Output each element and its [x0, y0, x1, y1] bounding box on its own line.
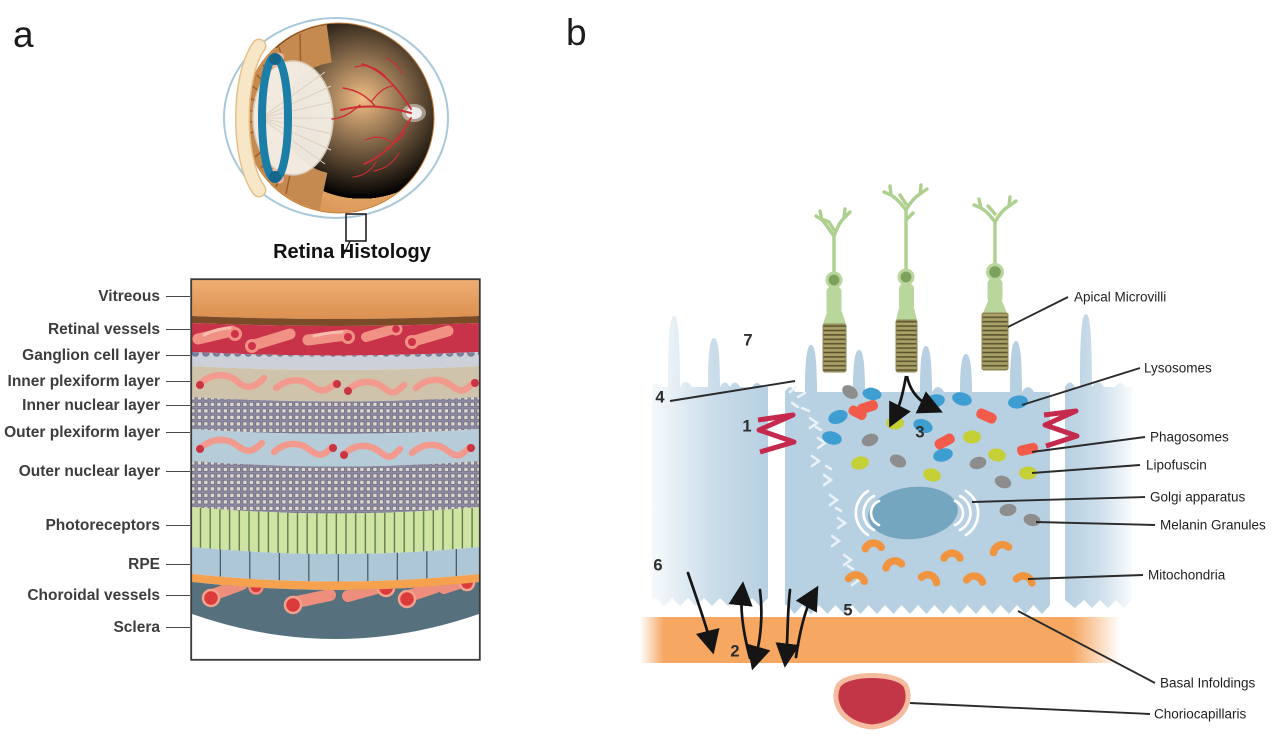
photoreceptor-cells [814, 183, 1018, 373]
layer-label-retinal-vessels: Retinal vessels [47, 321, 160, 338]
organelle-label-choriocapillaris: Choriocapillaris [1154, 706, 1247, 722]
number-label-4: 4 [655, 388, 665, 407]
rpe-cell-central [785, 341, 1050, 614]
number-label-6: 6 [653, 556, 663, 575]
leader-ganglion [166, 355, 190, 356]
rpe-cell-left [652, 316, 768, 606]
choriocapillaris-vessel [833, 673, 911, 730]
panel-b-letter: b [566, 12, 587, 53]
layer-label-outer-plexiform: Outer plexiform layer [4, 424, 160, 441]
leader-vitreous [166, 296, 190, 297]
histology-border [190, 278, 481, 661]
organelle-label-lysosomes: Lysosomes [1144, 360, 1212, 376]
tight-junction-left [756, 412, 797, 455]
bruchs-membrane-band [640, 617, 1120, 663]
mitochondria [844, 539, 1036, 587]
organelle-label-mitochondria: Mitochondria [1148, 567, 1226, 583]
melanin-granules [842, 385, 1041, 527]
retina-histology-illustration [190, 278, 481, 661]
layer-label-inner-plexiform: Inner plexiform layer [7, 373, 160, 390]
phagosomes [848, 400, 1039, 456]
number-label-2: 2 [730, 642, 740, 661]
organelle-label-phagosomes: Phagosomes [1150, 429, 1229, 445]
iris [258, 53, 292, 183]
rpe-cell-right [1065, 314, 1132, 608]
sample-box-pointer [343, 240, 351, 255]
lens [252, 60, 334, 176]
layer-label-vitreous: Vitreous [98, 288, 160, 305]
transport-arrows [686, 571, 819, 671]
inner-plexiform-fibers [196, 371, 479, 396]
number-label-1: 1 [742, 417, 752, 436]
optic-disc [402, 104, 426, 122]
layer-vitreous [192, 280, 479, 319]
organelle-label-golgi-apparatus: Golgi apparatus [1150, 489, 1246, 505]
layer-label-rpe: RPE [128, 556, 160, 573]
leader-sclera [166, 627, 190, 628]
leader-lines [669, 296, 1156, 715]
number-label-3: 3 [915, 423, 925, 442]
tight-junction-right [1042, 408, 1080, 449]
layer-label-inner-nuclear: Inner nuclear layer [22, 397, 160, 414]
organelle-label-basal-infoldings: Basal Infoldings [1160, 675, 1256, 691]
layer-label-photoreceptors: Photoreceptors [45, 517, 160, 534]
junction-cytoskeleton-dashes [788, 385, 862, 587]
phagocytosis-arrows [889, 375, 943, 428]
panel-a-letter: a [13, 14, 34, 55]
leader-inner-nuclear [166, 405, 190, 406]
layer-label-outer-nuclear: Outer nuclear layer [18, 463, 160, 480]
outer-plexiform-fibers [196, 436, 475, 460]
leader-choroidal-vessels [166, 595, 190, 596]
eye-outline [223, 17, 449, 219]
layer-label-choroidal-vessels: Choroidal vessels [27, 587, 160, 604]
organelle-label-lipofuscin: Lipofuscin [1146, 457, 1207, 473]
golgi-apparatus [854, 489, 980, 537]
eye-illustration [223, 17, 449, 255]
organelle-label-melanin-granules: Melanin Granules [1160, 517, 1266, 533]
retinal-blood-vessels [331, 57, 412, 178]
retina-histology-caption: Retina Histology [273, 241, 431, 263]
leader-photoreceptors [166, 525, 190, 526]
layer-label-ganglion: Ganglion cell layer [22, 347, 160, 364]
histology-sample-box [345, 213, 367, 242]
leader-inner-plexiform [166, 381, 190, 382]
number-label-7: 7 [743, 331, 753, 350]
leader-retinal-vessels [166, 329, 190, 330]
rpe-cell-illustration [640, 183, 1156, 730]
nucleus [868, 486, 958, 540]
lipofuscin-granules [851, 416, 1037, 482]
organelle-label-apical-microvilli: Apical Microvilli [1074, 289, 1167, 305]
leader-outer-nuclear [166, 471, 190, 472]
cornea [236, 40, 265, 196]
retinal-vessel-tubes [192, 323, 454, 353]
leader-outer-plexiform [166, 432, 190, 433]
number-label-5: 5 [843, 601, 853, 620]
leader-rpe [166, 564, 190, 565]
layer-label-sclera: Sclera [113, 619, 160, 636]
